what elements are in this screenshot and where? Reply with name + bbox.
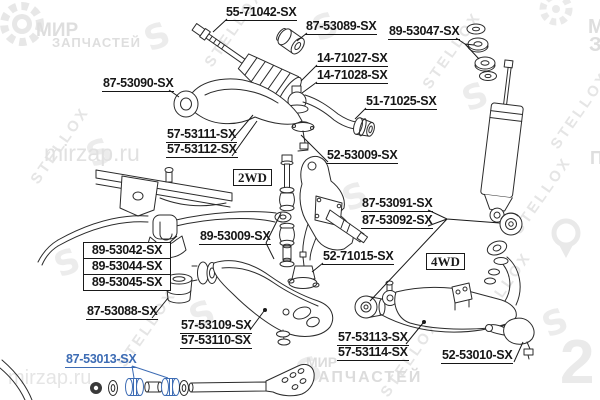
callout-89-53045: 89-53045-SX: [91, 275, 163, 289]
svg-text:mirzap.ru: mirzap.ru: [8, 367, 91, 389]
callout-14-71028: 14-71028-SX: [316, 68, 389, 84]
svg-text:STELLOX: STELLOX: [547, 69, 600, 153]
strut-rod-drawing: [90, 363, 315, 397]
shock-absorber-drawing: [480, 59, 524, 223]
svg-text:ЗАПЧАСТЕЙ: ЗАПЧАСТЕЙ: [306, 367, 422, 386]
lower-ball-joint-drawing: [287, 251, 320, 289]
callout-89-53042: 89-53042-SX: [84, 243, 170, 259]
badge-4wd: 4WD: [426, 253, 465, 270]
upper-arm-2wd-drawing: [173, 78, 303, 125]
callout-87-53013-highlighted[interactable]: 87-53013-SX: [65, 352, 138, 368]
callout-14-71027: 14-71027-SX: [316, 51, 389, 67]
svg-text:МИР: МИР: [306, 354, 337, 370]
callout-57-53109: 57-53109-SX: [180, 318, 253, 334]
lower-arm-2wd-drawing: [191, 260, 334, 346]
svg-text:ЗАПЧАСТЕЙ: ЗАПЧАСТЕЙ: [52, 35, 141, 50]
upper-ball-joint-drawing: [291, 121, 315, 152]
highlight-leader-lines: [131, 365, 169, 379]
svg-text:mirzap.ru: mirzap.ru: [44, 140, 140, 166]
ball-joint-4wd-drawing: [485, 317, 535, 360]
svg-text:S: S: [456, 74, 494, 120]
callout-87-53092: 87-53092-SX: [361, 213, 434, 229]
arm-4wd-drawing: [354, 212, 523, 333]
callout-51-71025: 51-71025-SX: [365, 94, 438, 110]
svg-text:П: П: [590, 148, 600, 168]
bushing-kit-label-table: 89-53042-SX 89-53044-SX 89-53045-SX: [83, 242, 171, 291]
watermark-cyrillic: МИР ЗАПЧАСТЕЙ mirzap.ru mirzap.ru МИР ЗА…: [8, 16, 600, 397]
gear-logo-icon: [0, 2, 44, 46]
highlight-bushing-front: [125, 378, 144, 396]
badge-2wd: 2WD: [233, 169, 272, 186]
crossmember-drawing: [95, 167, 233, 217]
stabilizer-bar-drawing: [0, 211, 292, 400]
callout-57-53112: 57-53112-SX: [166, 142, 238, 158]
svg-text:2: 2: [560, 328, 594, 397]
callout-57-53110: 57-53110-SX: [180, 333, 252, 349]
callout-57-53113: 57-53113-SX: [337, 330, 409, 346]
callout-52-53009: 52-53009-SX: [326, 148, 399, 164]
highlight-bushing-rear: [161, 378, 180, 396]
callout-87-53090: 87-53090-SX: [102, 76, 175, 92]
svg-text:З: З: [589, 34, 600, 56]
upper-arm-bushing-drawing: [276, 28, 305, 55]
stabilizer-link-drawing: [279, 154, 295, 268]
line-art: [0, 23, 535, 400]
svg-text:М: М: [588, 16, 600, 38]
callout-89-53009: 89-53009-SX: [199, 229, 272, 245]
drag-link-drawing: [302, 94, 375, 137]
svg-text:МИР: МИР: [36, 20, 78, 41]
svg-text:S: S: [48, 240, 86, 286]
callout-87-53089: 87-53089-SX: [305, 19, 378, 35]
callout-89-53047: 89-53047-SX: [388, 24, 461, 40]
callout-57-53111: 57-53111-SX: [166, 127, 237, 143]
pin-logo-icon: [551, 218, 581, 258]
leader-lines: [131, 18, 524, 379]
callout-55-71042: 55-71042-SX: [225, 5, 298, 21]
callout-52-71015: 52-71015-SX: [322, 249, 395, 265]
callout-52-53010: 52-53010-SX: [441, 348, 514, 364]
callout-87-53091: 87-53091-SX: [361, 196, 434, 212]
knuckle-drawing: [299, 156, 369, 261]
svg-text:S: S: [138, 14, 176, 60]
shock-mount-washers-drawing: [466, 23, 497, 81]
callout-57-53114: 57-53114-SX: [337, 345, 409, 361]
callout-89-53044: 89-53044-SX: [84, 259, 170, 275]
gear-logo-icon: [539, 0, 573, 26]
callout-87-53088: 87-53088-SX: [86, 304, 159, 320]
